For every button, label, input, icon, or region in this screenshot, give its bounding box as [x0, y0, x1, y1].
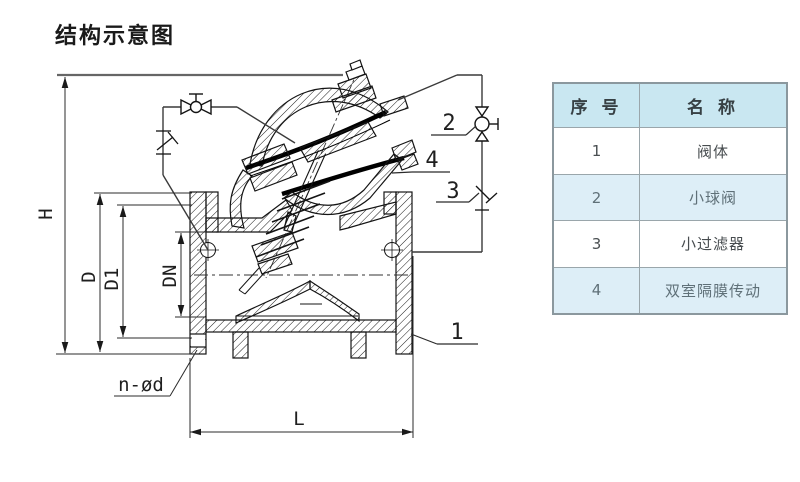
small-ball-valve-right-icon [474, 106, 499, 142]
dim-label-d1: D1 [101, 268, 123, 291]
dim-label-bolt-holes: n-ød [118, 374, 164, 396]
page-title: 结构示意图 [55, 24, 176, 49]
table-row: 4 双室隔膜传动 [554, 266, 786, 314]
bolt-hole-right [381, 239, 403, 261]
dim-label-dn: DN [159, 265, 181, 288]
parts-table-header-row: 序 号 名 称 [554, 84, 786, 128]
row-number: 2 [554, 174, 640, 221]
dim-label-d: D [78, 271, 100, 282]
small-filter-right-icon [475, 185, 498, 211]
dim-label-h: H [35, 208, 57, 219]
table-row: 2 小球阀 [554, 173, 786, 221]
callout-1: 1 [450, 320, 463, 345]
row-number: 1 [554, 128, 640, 174]
valve-cross-section-diagram: H D D1 DN L n-ød 2 4 3 1 [35, 59, 499, 438]
small-filter-left-icon [156, 130, 179, 155]
header-part-name: 名 称 [687, 98, 739, 119]
table-row: 3 小过滤器 [554, 220, 786, 267]
small-ball-valve-left-icon [180, 93, 212, 116]
row-number: 4 [554, 267, 640, 314]
header-serial-number: 序 号 [554, 84, 640, 128]
dim-label-l: L [293, 408, 304, 430]
diaphragm-actuator [229, 59, 419, 295]
row-number: 3 [554, 221, 640, 267]
dimension-lines [56, 73, 414, 438]
pilot-piping [156, 74, 499, 253]
row-part-name: 阀体 [696, 142, 729, 161]
valve-body [189, 191, 413, 359]
row-part-name: 双室隔膜传动 [664, 281, 761, 300]
row-part-name: 小过滤器 [680, 235, 745, 254]
table-row: 1 阀体 [554, 127, 786, 174]
row-part-name: 小球阀 [688, 189, 737, 208]
parts-table: 序 号 名 称 1 阀体 2 小球阀 3 小过滤器 4 双室隔膜传动 [552, 82, 788, 315]
callout-leaders [391, 125, 480, 345]
callout-3: 3 [446, 179, 459, 204]
callout-2: 2 [442, 111, 455, 136]
callout-4: 4 [425, 148, 438, 173]
